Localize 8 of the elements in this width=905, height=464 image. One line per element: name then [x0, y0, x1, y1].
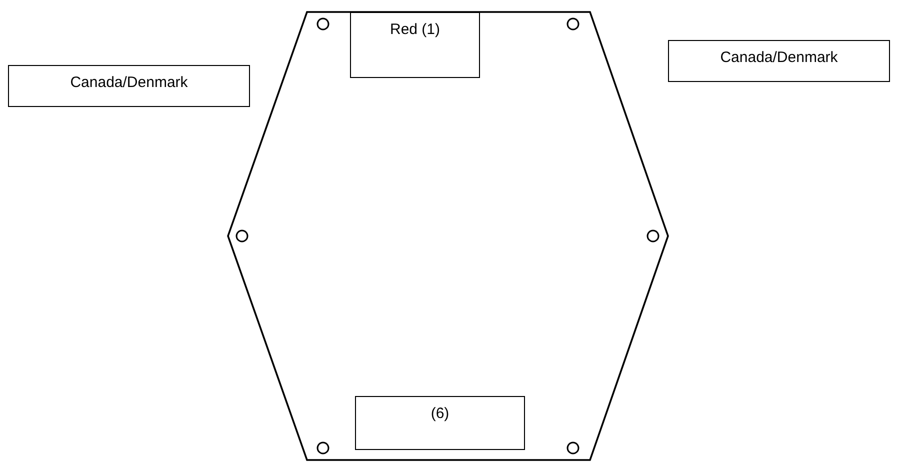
- label-box: [668, 40, 890, 82]
- box-label: (6): [430, 405, 450, 422]
- box-label: Red (1): [388, 21, 442, 38]
- label-box: [355, 396, 525, 450]
- box-label: Canada/Denmark: [69, 74, 189, 91]
- label-box: [350, 12, 480, 78]
- label-box: [8, 65, 250, 107]
- box-label: Canada/Denmark: [719, 49, 839, 66]
